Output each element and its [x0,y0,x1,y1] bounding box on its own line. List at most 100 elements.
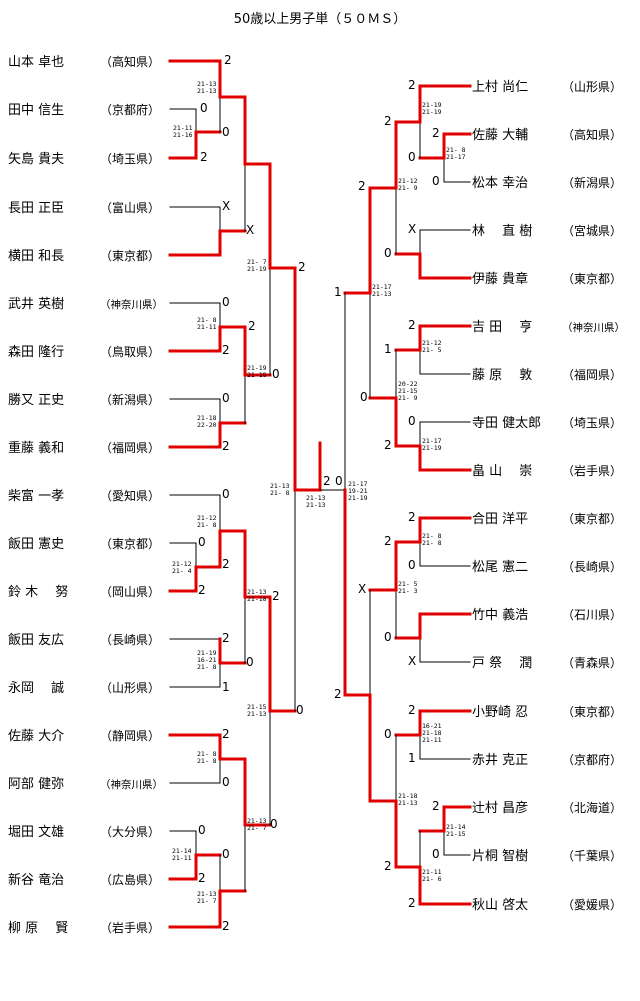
player-name: 山本 卓也 [8,55,64,70]
player-name: 秋山 啓太 [472,898,528,913]
match-score: 2 [408,896,416,910]
game-score: 21-14 [446,823,466,831]
bracket-lines [168,59,472,929]
player-prefecture: （山形県） [562,80,622,94]
game-score: 21-13 [306,501,326,509]
player-name: 竹中 義浩 [472,607,528,623]
match-score: 0 [432,847,440,861]
player-name: 畠 山 崇 [472,463,532,479]
match-score: 0 [222,125,230,139]
game-score: 21-11 [422,736,442,744]
player-prefecture: （東京都） [100,249,160,263]
player-prefecture: （新潟県） [100,392,160,407]
game-score: 21- 7 [247,824,267,832]
match-score: 2 [384,859,392,873]
game-score: 21-15 [247,703,267,711]
game-score: 21-13 [270,482,290,490]
player-name: 林 直 樹 [472,224,532,239]
match-score: 1 [408,751,416,765]
game-score: 21-13 [306,494,326,502]
match-score: 2 [198,583,206,597]
match-score: 2 [222,919,230,933]
game-score: 21- 3 [398,587,418,595]
player-name: 赤井 克正 [472,753,528,768]
player-prefecture: （埼玉県） [562,416,622,430]
game-score: 21-19 [197,649,217,657]
player-prefecture: （岩手県） [562,463,622,478]
game-score: 21- 8 [197,757,217,765]
player-name: 藤 原 敦 [472,367,532,383]
player-name: 飯田 友広 [8,632,64,648]
game-score: 21-14 [172,847,192,855]
match-score: 0 [200,101,208,115]
walkover-mark: X [358,582,366,596]
match-score: 2 [298,260,306,274]
game-score: 21-18 [398,792,418,800]
game-score: 21-18 [247,371,267,379]
match-score: 2 [222,439,230,453]
game-score: 21-18 [247,595,267,603]
game-score: 21- 6 [422,875,442,883]
match-score: 0 [222,847,230,861]
player-name: 永岡 誠 [8,681,64,696]
player-name: 柳 原 賢 [8,921,68,936]
match-score: 2 [222,727,230,741]
player-prefecture: （青森県） [562,655,622,670]
game-score: 21-13 [197,80,217,88]
game-score: 21-13 [247,588,267,596]
player-prefecture: （千葉県） [562,849,622,863]
game-score: 21- 8 [446,146,466,154]
game-score: 21- 5 [398,580,418,588]
game-score: 21-13 [247,817,267,825]
match-score: 0 [432,174,440,188]
game-score: 21-18 [197,414,217,422]
player-prefecture: （東京都） [562,272,622,286]
player-prefecture: （岡山県） [100,585,160,599]
game-score: 22-20 [197,421,217,429]
player-name: 佐藤 大輔 [472,128,528,143]
match-score: 1 [334,285,342,299]
match-score: 0 [198,823,206,837]
player-name: 松本 幸治 [472,176,528,191]
player-prefecture: （東京都） [562,512,622,526]
player-name: 鈴 木 努 [8,585,68,600]
match-score: 2 [222,631,230,645]
player-prefecture: （京都府） [562,752,622,767]
game-score: 21-17 [372,283,392,291]
match-score: 2 [222,557,230,571]
game-score: 21- 8 [270,489,290,497]
player-prefecture: （北海道） [562,800,622,815]
player-name: 田中 信生 [8,103,64,118]
player-name: 辻村 昌彦 [472,800,528,816]
player-name: 勝又 正史 [8,393,64,408]
game-score: 16-21 [422,722,442,730]
player-name: 戸 祭 潤 [472,656,532,671]
game-score: 21-15 [398,387,418,395]
game-score: 21- 4 [172,567,192,575]
player-name: 寺田 健太郎 [472,416,541,431]
match-score: 0 [408,558,416,572]
match-score: 2 [358,179,366,193]
match-score: 2 [224,53,232,67]
player-prefecture: （高知県） [100,54,160,69]
game-score: 21-12 [172,560,192,568]
match-score: 0 [270,817,278,831]
player-prefecture: （富山県） [100,200,160,215]
player-prefecture: （鳥取県） [100,344,160,359]
match-score: 2 [408,318,416,332]
match-score: 2 [384,438,392,452]
player-prefecture: （石川県） [562,608,622,622]
game-score: 21-19 [247,265,267,273]
match-score: 0 [384,630,392,644]
player-prefecture: （新潟県） [562,175,622,190]
player-name: 上村 尚仁 [472,80,528,95]
game-score: 21- 8 [197,316,217,324]
match-score: 1 [222,680,230,694]
player-name: 横田 和長 [8,249,64,264]
game-score: 21- 8 [422,539,442,547]
player-prefecture: （神奈川県） [562,321,625,334]
game-score: 21- 8 [197,663,217,671]
player-prefecture: （埼玉県） [100,152,160,166]
game-score: 21- 8 [197,750,217,758]
